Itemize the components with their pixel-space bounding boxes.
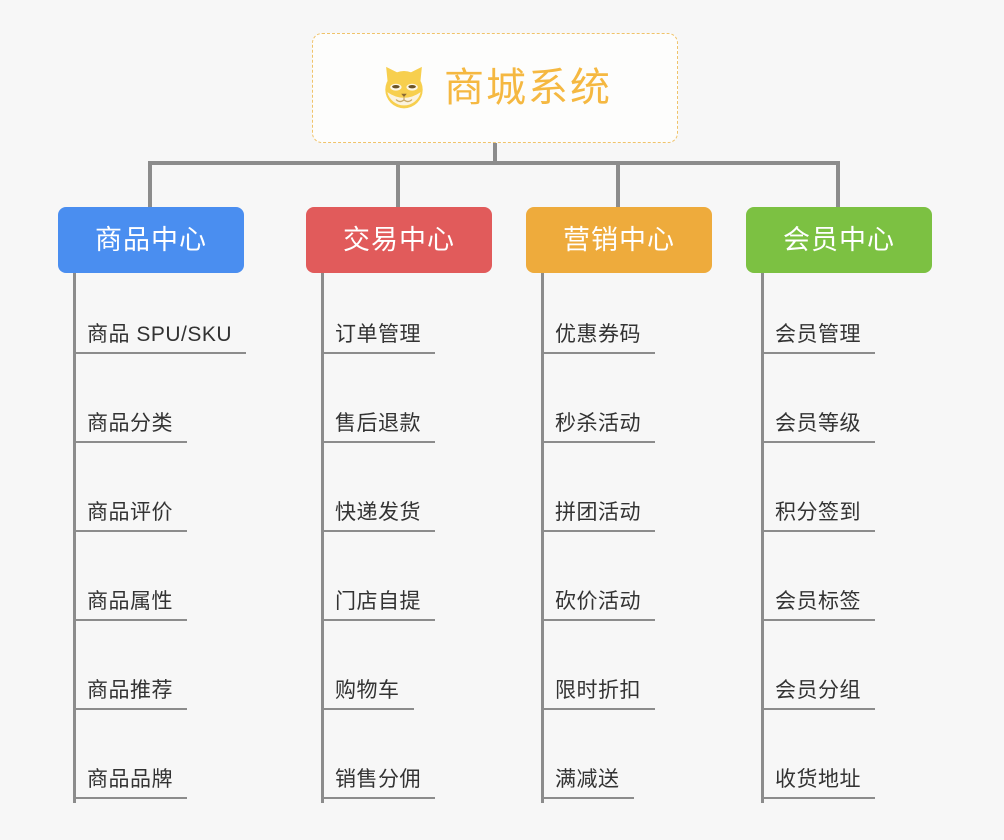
leaf-label: 优惠券码 (541, 324, 655, 354)
connector-spine-member-center (761, 273, 764, 803)
leaf-item-marketing-2[interactable]: 拼团活动 (541, 490, 655, 532)
leaf-label: 商品品牌 (73, 769, 187, 799)
root-node-title: 商城系统 (444, 66, 612, 110)
connector-spine-product-center (73, 273, 76, 803)
leaf-label: 商品分类 (73, 413, 187, 443)
leaf-item-member-3[interactable]: 会员标签 (761, 579, 875, 621)
leaf-item-trade-2[interactable]: 快递发货 (321, 490, 435, 532)
category-box-member-center[interactable]: 会员中心 (746, 207, 932, 273)
leaf-item-marketing-3[interactable]: 砍价活动 (541, 579, 655, 621)
leaf-label: 会员分组 (761, 680, 875, 710)
leaf-label: 积分签到 (761, 502, 875, 532)
leaf-label: 购物车 (321, 680, 414, 710)
leaf-label: 限时折扣 (541, 680, 655, 710)
leaf-item-product-0[interactable]: 商品 SPU/SKU (73, 312, 247, 354)
category-label-marketing-center: 营销中心 (563, 224, 675, 255)
leaf-item-trade-1[interactable]: 售后退款 (321, 401, 435, 443)
leaf-label: 会员管理 (761, 324, 875, 354)
leaf-item-member-0[interactable]: 会员管理 (761, 312, 875, 354)
leaf-label: 砍价活动 (541, 591, 655, 621)
leaf-label: 秒杀活动 (541, 413, 655, 443)
connector-drop-member-center (836, 161, 840, 207)
leaf-label: 快递发货 (321, 502, 435, 532)
category-label-member-center: 会员中心 (783, 224, 895, 255)
leaf-item-trade-4[interactable]: 购物车 (321, 668, 414, 710)
category-box-marketing-center[interactable]: 营销中心 (526, 207, 712, 273)
leaf-item-member-5[interactable]: 收货地址 (761, 757, 875, 799)
connector-drop-product-center (148, 161, 152, 207)
leaf-item-trade-5[interactable]: 销售分佣 (321, 757, 435, 799)
leaf-item-product-5[interactable]: 商品品牌 (73, 757, 187, 799)
leaf-item-member-4[interactable]: 会员分组 (761, 668, 875, 710)
leaf-item-marketing-5[interactable]: 满减送 (541, 757, 634, 799)
leaf-label: 拼团活动 (541, 502, 655, 532)
leaf-label: 门店自提 (321, 591, 435, 621)
connector-root-stem (493, 143, 497, 165)
leaf-item-marketing-1[interactable]: 秒杀活动 (541, 401, 655, 443)
connector-horizontal-bus (148, 161, 840, 165)
leaf-item-trade-0[interactable]: 订单管理 (321, 312, 435, 354)
leaf-label: 满减送 (541, 769, 634, 799)
connector-drop-marketing-center (616, 161, 620, 207)
leaf-label: 商品属性 (73, 591, 187, 621)
category-label-product-center: 商品中心 (95, 224, 207, 255)
leaf-item-marketing-4[interactable]: 限时折扣 (541, 668, 655, 710)
leaf-label: 商品评价 (73, 502, 187, 532)
leaf-label: 销售分佣 (321, 769, 435, 799)
connector-spine-trade-center (321, 273, 324, 803)
category-box-trade-center[interactable]: 交易中心 (306, 207, 492, 273)
leaf-item-product-2[interactable]: 商品评价 (73, 490, 187, 532)
leaf-label: 收货地址 (761, 769, 875, 799)
leaf-item-marketing-0[interactable]: 优惠券码 (541, 312, 655, 354)
shiba-dog-icon (378, 62, 430, 114)
leaf-label: 会员等级 (761, 413, 875, 443)
leaf-label: 商品推荐 (73, 680, 187, 710)
leaf-label: 商品 SPU/SKU (73, 324, 247, 354)
leaf-item-product-1[interactable]: 商品分类 (73, 401, 187, 443)
leaf-item-product-4[interactable]: 商品推荐 (73, 668, 187, 710)
connector-drop-trade-center (396, 161, 400, 207)
leaf-item-product-3[interactable]: 商品属性 (73, 579, 187, 621)
leaf-label: 订单管理 (321, 324, 435, 354)
leaf-item-trade-3[interactable]: 门店自提 (321, 579, 435, 621)
connector-spine-marketing-center (541, 273, 544, 803)
leaf-item-member-1[interactable]: 会员等级 (761, 401, 875, 443)
root-node-shop-system[interactable]: 商城系统 (312, 33, 678, 143)
leaf-item-member-2[interactable]: 积分签到 (761, 490, 875, 532)
category-label-trade-center: 交易中心 (343, 224, 455, 255)
leaf-label: 会员标签 (761, 591, 875, 621)
category-box-product-center[interactable]: 商品中心 (58, 207, 244, 273)
leaf-label: 售后退款 (321, 413, 435, 443)
